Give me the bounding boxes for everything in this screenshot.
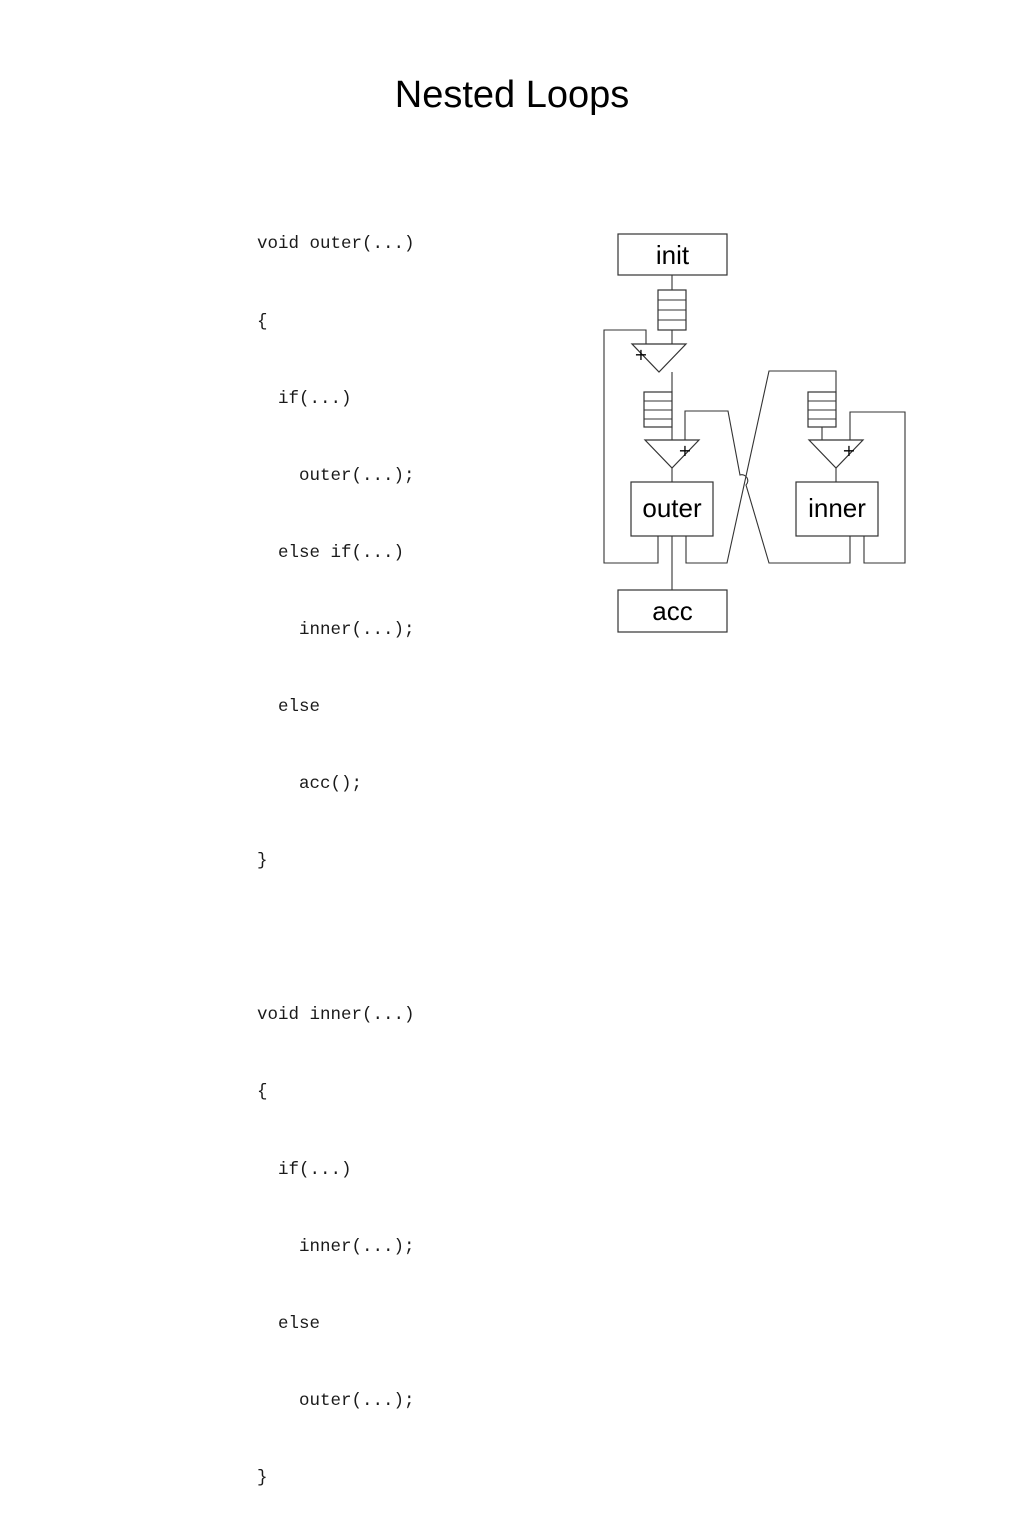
code-line: { xyxy=(257,311,268,332)
outer-label: outer xyxy=(642,493,702,523)
adder-triangle-icon: + xyxy=(630,343,688,373)
fifo-queue-icon xyxy=(643,391,673,428)
code-line: if(...) xyxy=(257,388,352,409)
outer-adder-plus: + xyxy=(678,441,691,460)
adder-triangle-icon: + xyxy=(807,439,865,469)
init-block: init xyxy=(617,233,728,276)
code-line: outer(...); xyxy=(257,1390,415,1411)
code-line: if(...) xyxy=(257,1159,352,1180)
code-line: void inner(...) xyxy=(257,1005,415,1026)
wire-outer-to-inner xyxy=(685,370,837,564)
code-line: } xyxy=(257,1467,268,1488)
code-line: else xyxy=(257,1313,321,1334)
top-adder-plus: + xyxy=(634,345,647,364)
fifo-queue-icon xyxy=(657,289,687,331)
dataflow-diagram: init + + outer + xyxy=(603,233,906,633)
adder-triangle-icon: + xyxy=(643,439,701,469)
code-line: void outer(...) xyxy=(257,234,415,255)
code-line: else xyxy=(257,696,321,717)
outer-block: outer xyxy=(630,481,714,537)
code-line: { xyxy=(257,1082,268,1103)
inner-block: inner xyxy=(795,481,879,537)
init-label: init xyxy=(656,240,690,270)
acc-label: acc xyxy=(652,596,692,626)
code-line: outer(...); xyxy=(257,465,415,486)
inner-label: inner xyxy=(808,493,866,523)
acc-block: acc xyxy=(617,589,728,633)
slide-title: Nested Loops xyxy=(394,74,630,116)
code-line: inner(...); xyxy=(257,619,415,640)
code-line: } xyxy=(257,851,268,872)
code-line: inner(...); xyxy=(257,1236,415,1257)
wire-inner-self-loop xyxy=(849,411,906,564)
code-line: else if(...) xyxy=(257,542,405,563)
wire-outer-self-loop xyxy=(603,329,659,564)
code-line xyxy=(257,926,415,952)
inner-adder-plus: + xyxy=(842,441,855,460)
wires xyxy=(603,275,906,590)
wire-inner-to-outer xyxy=(684,410,851,564)
fifo-queue-icon xyxy=(807,391,837,428)
code-line: acc(); xyxy=(257,774,363,795)
